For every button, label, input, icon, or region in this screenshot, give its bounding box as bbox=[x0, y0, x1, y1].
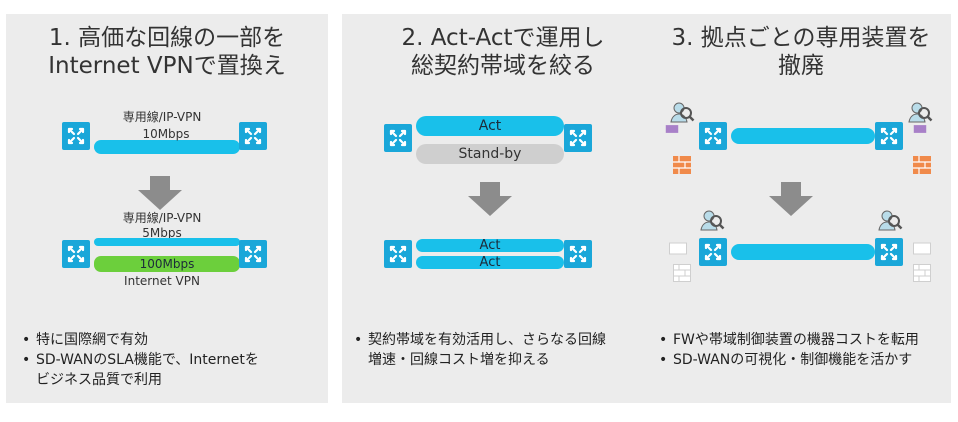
bottom-line-label: 専用線/IP-VPN bbox=[122, 211, 202, 225]
standby-pipe: Stand-by bbox=[416, 144, 564, 164]
act-pipe-1: Act bbox=[416, 239, 564, 252]
person-magnifier-icon bbox=[699, 208, 725, 234]
router-icon bbox=[564, 240, 592, 268]
firewall-icon bbox=[913, 156, 931, 174]
bullet-item: 契約帯域を有効活用し、さらなる回線 増速・回線コスト増を抑える bbox=[354, 330, 606, 370]
down-arrow-icon bbox=[138, 176, 182, 210]
down-arrow-icon bbox=[468, 182, 512, 216]
bullet-item: FWや帯域制御装置の機器コストを転用 bbox=[659, 330, 919, 350]
bullet-list: 特に国際網で有効 SD-WANのSLA機能で、Internetを ビジネス品質で… bbox=[22, 330, 259, 390]
panel-replace-lines: 1. 高価な回線の一部を Internet VPNで置換え 専用線/IP-VPN… bbox=[6, 14, 328, 403]
device-icon bbox=[913, 122, 927, 136]
bullet-list: 契約帯域を有効活用し、さらなる回線 増速・回線コスト増を抑える bbox=[354, 330, 606, 370]
bullet-list: FWや帯域制御装置の機器コストを転用 SD-WANの可視化・制御機能を活かす bbox=[659, 330, 919, 370]
top-line-speed: 10Mbps bbox=[142, 127, 190, 141]
router-icon bbox=[564, 124, 592, 152]
panel-title: 1. 高価な回線の一部を Internet VPNで置換え bbox=[48, 25, 286, 79]
act-pipe: Act bbox=[416, 116, 564, 136]
firewall-icon bbox=[673, 156, 691, 174]
panel-remove-devices: 3. 拠点ごとの専用装置を 撤廃 bbox=[651, 14, 951, 403]
panel-title: 2. Act-Actで運用し 総契約帯域を絞る bbox=[401, 25, 605, 79]
top-line-label: 専用線/IP-VPN bbox=[122, 110, 202, 124]
router-icon bbox=[239, 122, 267, 150]
line-pipe bbox=[731, 244, 875, 260]
device-icon bbox=[665, 122, 679, 136]
router-icon bbox=[384, 240, 412, 268]
internet-vpn-label: Internet VPN bbox=[124, 274, 200, 288]
down-arrow-icon bbox=[769, 182, 813, 216]
person-magnifier-icon bbox=[877, 208, 903, 234]
removed-firewall-icon bbox=[673, 264, 691, 282]
bullet-item: SD-WANの可視化・制御機能を活かす bbox=[659, 350, 919, 370]
bullet-item: SD-WANのSLA機能で、Internetを ビジネス品質で利用 bbox=[22, 350, 259, 390]
line-pipe bbox=[731, 128, 875, 144]
panel-title: 3. 拠点ごとの専用装置を 撤廃 bbox=[671, 25, 931, 79]
router-icon bbox=[384, 124, 412, 152]
removed-firewall-icon bbox=[913, 264, 931, 282]
router-icon bbox=[239, 240, 267, 268]
bottom-line-speed: 5Mbps bbox=[142, 226, 182, 240]
router-icon bbox=[699, 122, 727, 150]
removed-device-icon bbox=[669, 240, 687, 258]
router-icon bbox=[62, 122, 90, 150]
router-icon bbox=[699, 238, 727, 266]
top-line-pipe bbox=[94, 140, 240, 154]
router-icon bbox=[875, 238, 903, 266]
router-icon bbox=[62, 240, 90, 268]
panel-act-act: 2. Act-Actで運用し 総契約帯域を絞る Act Stand-by Act… bbox=[342, 14, 664, 403]
bottom-line-pipe bbox=[94, 238, 240, 246]
person-magnifier-icon bbox=[669, 100, 695, 126]
bullet-item: 特に国際網で有効 bbox=[22, 330, 259, 350]
router-icon bbox=[875, 122, 903, 150]
internet-vpn-pipe: 100Mbps bbox=[94, 256, 240, 272]
removed-device-icon bbox=[913, 240, 931, 258]
person-magnifier-icon bbox=[907, 100, 933, 126]
act-pipe-2: Act bbox=[416, 256, 564, 269]
